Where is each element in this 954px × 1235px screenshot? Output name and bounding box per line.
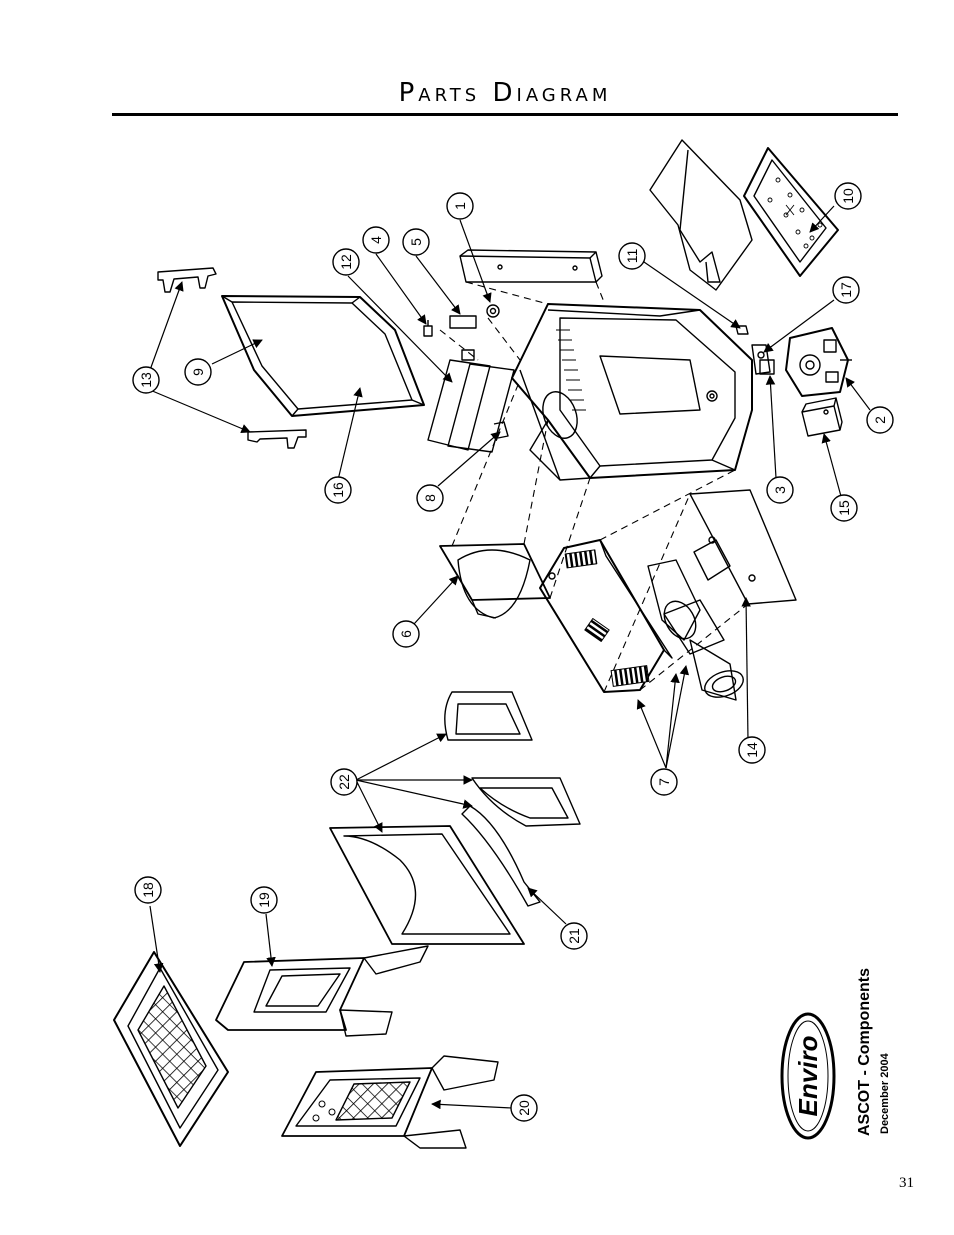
callout-22: 22 <box>330 768 358 796</box>
callout-2: 2 <box>866 406 894 434</box>
part-11-clip <box>735 325 749 335</box>
callout-leaders <box>149 205 871 1110</box>
part-10-top-plate <box>743 147 839 277</box>
callout-11: 11 <box>618 242 646 270</box>
part-15-control-box <box>801 397 843 437</box>
callout-10: 10 <box>834 182 862 210</box>
callout-8: 8 <box>416 484 444 512</box>
callout-12-label: 12 <box>338 254 354 270</box>
callout-5: 5 <box>402 228 430 256</box>
heat-shield <box>649 139 753 291</box>
callout-10-label: 10 <box>840 188 856 204</box>
callout-19: 19 <box>250 886 278 914</box>
callout-18-label: 18 <box>140 882 156 898</box>
part-18-decorative-panel <box>113 951 229 1147</box>
callout-9-label: 9 <box>190 368 206 376</box>
part-9-glass-frame <box>221 295 425 417</box>
callout-2-label: 2 <box>872 416 888 424</box>
brand-block: Enviro ASCOT - Components December 2004 <box>780 968 891 1140</box>
callout-7-label: 7 <box>656 778 672 786</box>
part-4-clip <box>423 320 433 337</box>
part-21-side-liner <box>461 805 541 907</box>
callout-1-label: 1 <box>452 202 468 210</box>
callout-5-label: 5 <box>408 238 424 246</box>
callout-20-label: 20 <box>516 1100 532 1116</box>
callout-19-label: 19 <box>256 892 272 908</box>
callout-1: 1 <box>446 192 474 220</box>
callout-17-label: 17 <box>838 282 854 298</box>
firebox-ribs <box>556 329 586 411</box>
revision-date: December 2004 <box>879 1052 891 1134</box>
part-outlines <box>113 139 852 1149</box>
callout-6-label: 6 <box>398 630 414 638</box>
callout-14-label: 14 <box>744 742 760 758</box>
product-name: ASCOT - Components <box>856 968 873 1136</box>
assembly-guide-lines <box>439 281 749 693</box>
part-5-bracket <box>449 304 500 329</box>
lower-door-ornament <box>312 1100 336 1122</box>
callout-15-label: 15 <box>836 500 852 516</box>
callout-bubbles: 1 2 3 4 5 6 7 8 9 10 11 12 13 14 15 16 1… <box>132 182 894 1122</box>
callout-8-label: 8 <box>422 494 438 502</box>
blower-mounting-plate <box>689 489 797 605</box>
enviro-logo: Enviro <box>780 1012 836 1140</box>
callout-15: 15 <box>830 494 858 522</box>
callout-18: 18 <box>134 876 162 904</box>
part-20-lower-door <box>281 1055 499 1149</box>
part-7-blower-housing <box>539 539 673 693</box>
callout-20: 20 <box>510 1094 538 1122</box>
callout-21: 21 <box>560 922 588 950</box>
callout-17: 17 <box>832 276 860 304</box>
part-13-glass-retainers <box>157 267 307 449</box>
callout-9: 9 <box>184 358 212 386</box>
logo-text: Enviro <box>793 1035 823 1116</box>
part-3-thermocouple <box>759 359 775 375</box>
firebox-body <box>511 303 753 481</box>
callout-21-label: 21 <box>566 928 582 944</box>
part-2-gas-valve <box>785 327 852 397</box>
callout-11-label: 11 <box>624 249 640 264</box>
page-number: 31 <box>899 1175 914 1191</box>
callout-12: 12 <box>332 248 360 276</box>
callout-16: 16 <box>324 476 352 504</box>
callout-3: 3 <box>766 476 794 504</box>
callout-3-label: 3 <box>772 486 788 494</box>
callout-13: 13 <box>132 366 160 394</box>
part-12-back-panel <box>427 349 491 451</box>
part-22-liner-panels <box>329 691 581 945</box>
callout-22-label: 22 <box>336 774 352 790</box>
part-14-air-tube <box>689 639 744 701</box>
callout-13-label: 13 <box>138 372 154 388</box>
callout-7: 7 <box>650 768 678 796</box>
callout-4: 4 <box>362 226 390 254</box>
callout-14: 14 <box>738 736 766 764</box>
callout-16-label: 16 <box>330 482 346 498</box>
part-17-pilot <box>751 344 771 375</box>
page-title: Parts Diagram <box>398 78 612 108</box>
part-6-flue-collar <box>439 543 551 619</box>
callout-6: 6 <box>392 620 420 648</box>
part-8-back-panel <box>447 363 515 453</box>
blower-motor <box>647 559 725 655</box>
callout-4-label: 4 <box>368 236 384 244</box>
title-rule <box>112 113 898 116</box>
part-19-door-frame <box>215 945 429 1037</box>
